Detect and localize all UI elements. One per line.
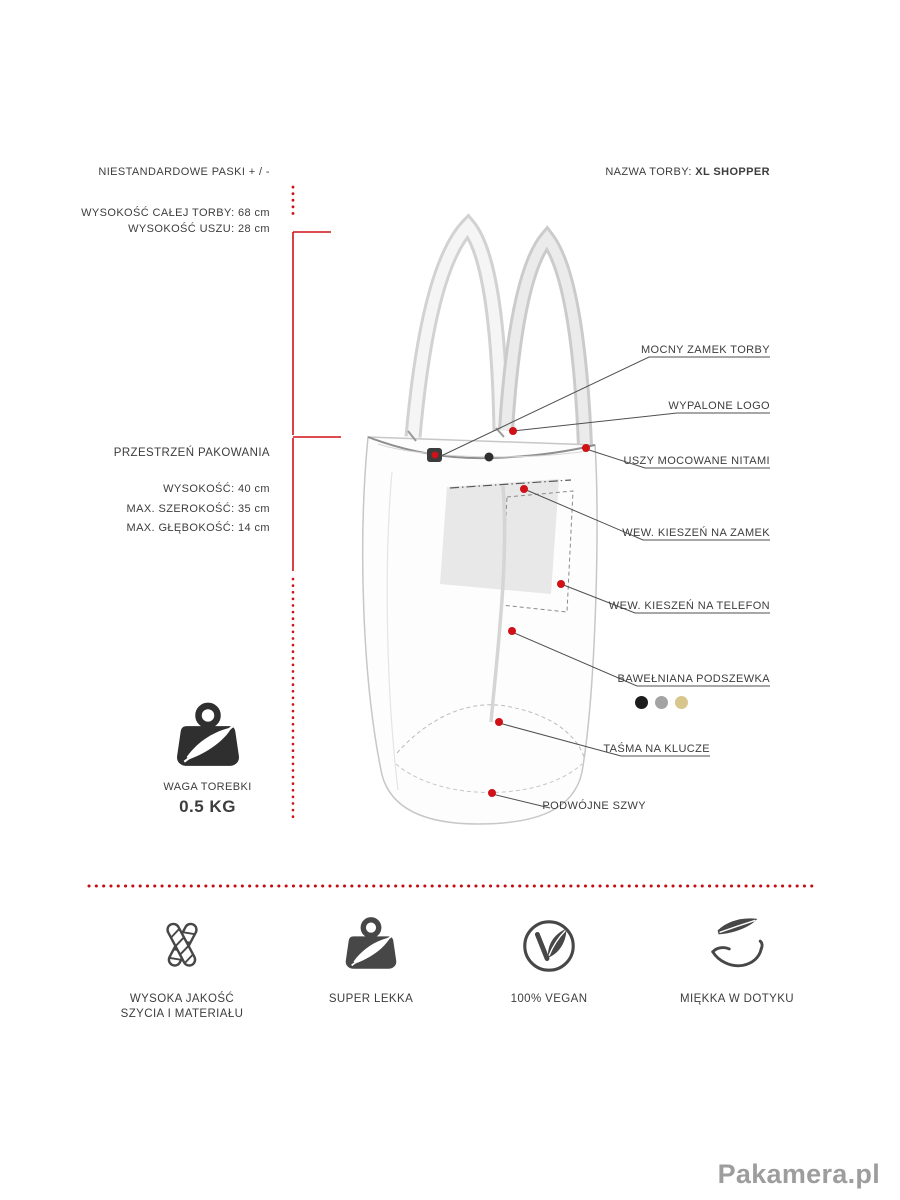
feature-quality-label-1: WYSOKA JAKOŚĆ	[129, 993, 235, 1005]
bag-weight-block: WAGA TOREBKI 0.5 KG	[125, 700, 290, 817]
feature-vegan-label: 100% VEGAN	[510, 993, 588, 1005]
soft-touch-hand-icon	[711, 918, 764, 968]
callout-lines	[440, 356, 770, 809]
lining-color-swatches	[635, 696, 688, 709]
callout-key-strap: TAŚMA NA KLUCZE	[603, 743, 710, 755]
callout-zipper: MOCNY ZAMEK TORBY	[640, 344, 770, 356]
lining-color-dot-0	[635, 696, 648, 709]
burned-logo-mark	[484, 452, 494, 462]
weight-value: 0.5 KG	[179, 797, 236, 816]
feature-soft-touch-label: MIĘKKA W DOTYKU	[680, 993, 794, 1005]
feature-quality: WYSOKA JAKOŚĆ SZYCIA I MATERIAŁU	[107, 915, 257, 1022]
lining-color-dot-2	[675, 696, 688, 709]
feature-lightweight-label: SUPER LEKKA	[328, 993, 414, 1005]
bag-illustration	[361, 213, 598, 825]
measurement-lines	[291, 185, 341, 821]
bag-name: NAZWA TORBY: XL SHOPPER	[605, 166, 770, 179]
callout-phone-pocket: WEW. KIESZEŃ NA TELEFON	[608, 600, 770, 612]
feature-dots	[431, 427, 590, 797]
stitching-quality-icon	[166, 922, 198, 967]
packing-max-depth: MAX. GŁĘBOKOŚĆ: 14 cm	[126, 522, 270, 534]
callout-rivets: USZY MOCOWANE NITAMI	[623, 455, 770, 467]
bag-name-label: NAZWA TORBY:	[605, 166, 696, 178]
feature-vegan: 100% VEGAN	[474, 915, 624, 1007]
bag-name-value: XL SHOPPER	[695, 166, 770, 178]
straps-note: NIESTANDARDOWE PASKI + / -	[98, 166, 270, 178]
packing-title: PRZESTRZEŃ PAKOWANIA	[113, 447, 270, 459]
packing-height: WYSOKOŚĆ: 40 cm	[163, 483, 270, 495]
callout-lining: BAWEŁNIANA PODSZEWKA	[617, 673, 770, 685]
total-height-label: WYSOKOŚĆ CAŁEJ TORBY: 68 cm	[81, 207, 270, 219]
feature-soft-touch: MIĘKKA W DOTYKU	[662, 915, 812, 1007]
handle-height-label: WYSOKOŚĆ USZU: 28 cm	[128, 223, 270, 235]
lightweight-feather-icon	[340, 915, 402, 977]
lining-color-dot-1	[655, 696, 668, 709]
callout-double-seams: PODWÓJNE SZWY	[542, 800, 646, 812]
callout-logo: WYPALONE LOGO	[668, 400, 770, 412]
weight-feather-icon	[170, 700, 246, 776]
feature-quality-label-2: SZYCIA I MATERIAŁU	[120, 1008, 244, 1020]
weight-label: WAGA TOREBKI	[163, 781, 252, 793]
brand-logo: Pakamera.pl	[717, 1159, 880, 1189]
callout-zip-pocket: WEW. KIESZEŃ NA ZAMEK	[622, 527, 770, 539]
feature-lightweight: SUPER LEKKA	[296, 915, 446, 1007]
packing-max-width: MAX. SZEROKOŚĆ: 35 cm	[126, 503, 270, 515]
vegan-leaf-icon	[523, 920, 575, 972]
